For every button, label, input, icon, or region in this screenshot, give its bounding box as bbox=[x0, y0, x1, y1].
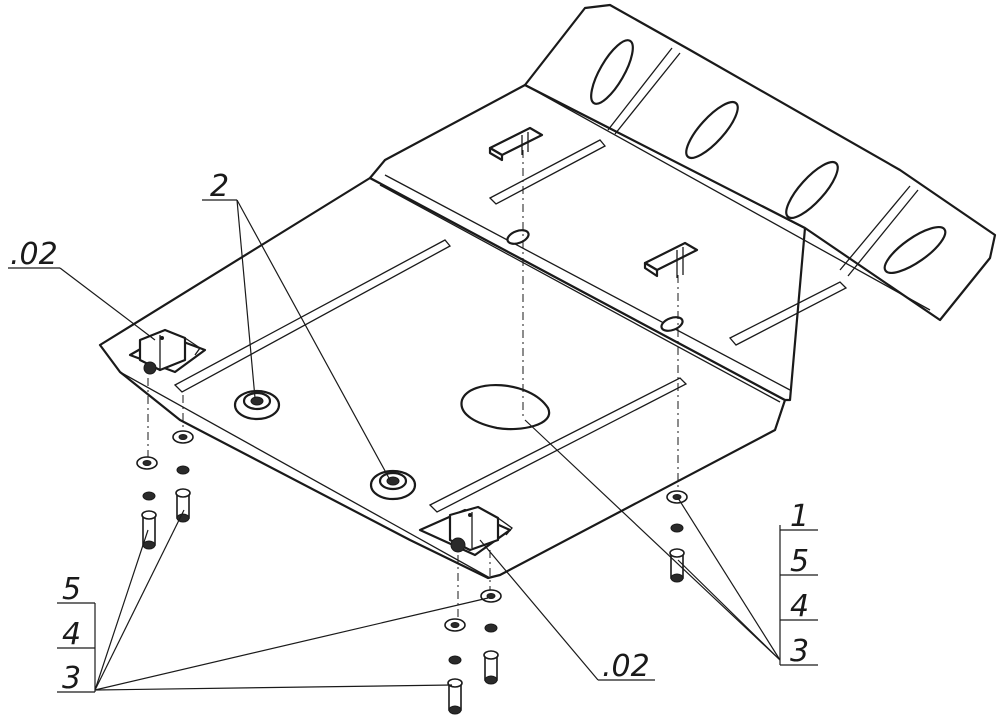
fastener-stack-left-outer bbox=[136, 456, 158, 550]
callout-right-5: 5 bbox=[790, 544, 809, 579]
fastener-stack-bracket-inner bbox=[480, 589, 502, 685]
fastener-stack-right bbox=[666, 490, 688, 583]
clip-upper-right bbox=[643, 241, 699, 278]
callout-right-1: 1 bbox=[790, 499, 809, 534]
callout-left-5: 5 bbox=[62, 572, 81, 607]
fastener-stack-bracket-outer bbox=[444, 618, 466, 715]
clip-upper-left bbox=[488, 126, 544, 162]
callout-bracket-right: .02 bbox=[602, 649, 650, 684]
callout-bracket-left: .02 bbox=[10, 237, 58, 272]
nut-left bbox=[233, 389, 281, 421]
callout-left-4: 4 bbox=[62, 617, 81, 652]
callout-right-4: 4 bbox=[790, 589, 809, 624]
callout-nut: 2 bbox=[210, 169, 229, 204]
assembly-axes bbox=[147, 150, 679, 620]
fastener-stack-left-inner bbox=[172, 430, 194, 523]
leader-lines bbox=[8, 199, 818, 693]
bracket-right bbox=[418, 505, 513, 557]
bracket-left bbox=[128, 328, 207, 375]
callout-left-3: 3 bbox=[62, 661, 81, 696]
nut-right bbox=[369, 469, 417, 501]
callout-right-3: 3 bbox=[790, 634, 809, 669]
skid-plate bbox=[98, 3, 997, 580]
